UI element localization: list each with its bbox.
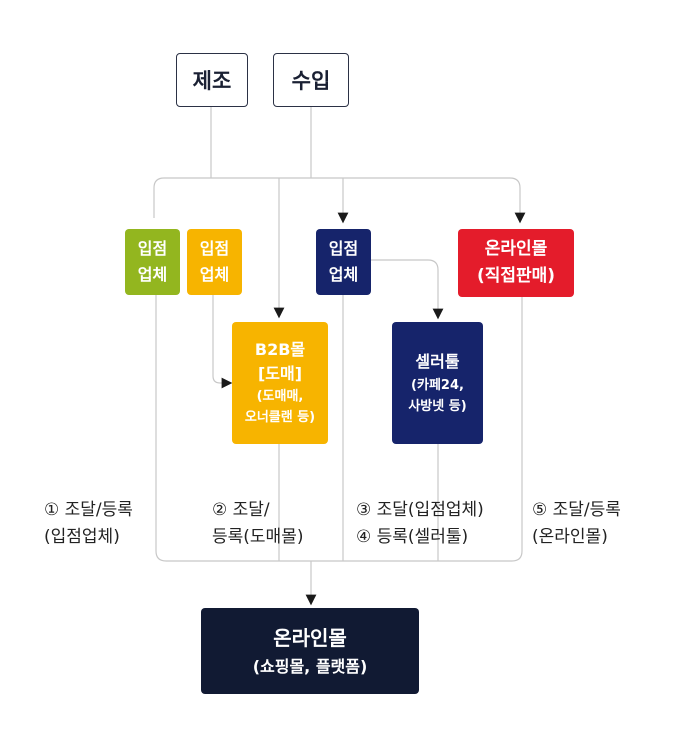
online-mall-target-box: 온라인몰 (쇼핑몰, 플랫폼) <box>201 608 419 694</box>
store-a-line-2: 업체 <box>137 265 168 284</box>
store-b-line-2: 업체 <box>199 265 230 284</box>
store-c-box: 입점 업체 <box>316 229 371 295</box>
step-5-line-1: ⑤ 조달/등록 <box>532 500 621 520</box>
step-2-line-1: ② 조달/ <box>212 500 270 520</box>
import-box: 수입 <box>273 53 349 107</box>
line-store-c-to-seller <box>371 259 444 320</box>
step-3-4-label: ③ 조달(입점업체) ④ 등록(셀러툴) <box>356 497 484 551</box>
b2b-mall-title: B2B몰 <box>254 340 306 359</box>
store-c-line-2: 업체 <box>328 265 359 284</box>
step-5-line-2: (온라인몰) <box>532 527 608 547</box>
target-title: 온라인몰 <box>273 626 347 650</box>
manufacture-box: 제조 <box>176 53 248 107</box>
store-b-line-1: 입점 <box>199 239 230 258</box>
online-direct-line-2: (직접판매) <box>476 266 556 286</box>
step-2-label: ② 조달/ 등록(도매몰) <box>212 497 303 551</box>
seller-tool-detail-1: (카페24, <box>411 378 464 393</box>
online-direct-box: 온라인몰 (직접판매) <box>458 229 574 297</box>
step-5-label: ⑤ 조달/등록 (온라인몰) <box>532 497 621 551</box>
step-4-line: ④ 등록(셀러툴) <box>356 527 469 547</box>
step-1-line-2: (입점업체) <box>44 527 120 547</box>
target-subtitle: (쇼핑몰, 플랫폼) <box>252 657 368 676</box>
b2b-mall-box: B2B몰 [도매] (도매매, 오너클랜 등) <box>232 322 328 444</box>
b2b-mall-subtitle: [도매] <box>257 364 303 383</box>
step-2-line-2: 등록(도매몰) <box>212 527 304 547</box>
line-store-a-down <box>155 295 523 562</box>
import-label: 수입 <box>291 69 331 93</box>
b2b-mall-detail-1: (도매매, <box>256 389 304 404</box>
step-1-label: ① 조달/등록 (입점업체) <box>44 497 133 551</box>
online-direct-line-1: 온라인몰 <box>484 239 548 259</box>
manufacture-label: 제조 <box>192 69 232 93</box>
line-store-b-to-b2b <box>212 295 233 389</box>
store-a-line-1: 입점 <box>137 239 168 258</box>
distribution-bus <box>153 177 526 224</box>
store-b-box: 입점 업체 <box>187 229 242 295</box>
step-3-line: ③ 조달(입점업체) <box>356 500 484 520</box>
seller-tool-title: 셀러툴 <box>415 352 460 371</box>
b2b-mall-detail-2: 오너클랜 등) <box>244 410 316 425</box>
store-a-box: 입점 업체 <box>125 229 180 295</box>
seller-tool-box: 셀러툴 (카페24, 사방넷 등) <box>392 322 483 444</box>
store-c-line-1: 입점 <box>328 239 359 258</box>
seller-tool-detail-2: 사방넷 등) <box>408 399 467 414</box>
step-1-line-1: ① 조달/등록 <box>44 500 133 520</box>
